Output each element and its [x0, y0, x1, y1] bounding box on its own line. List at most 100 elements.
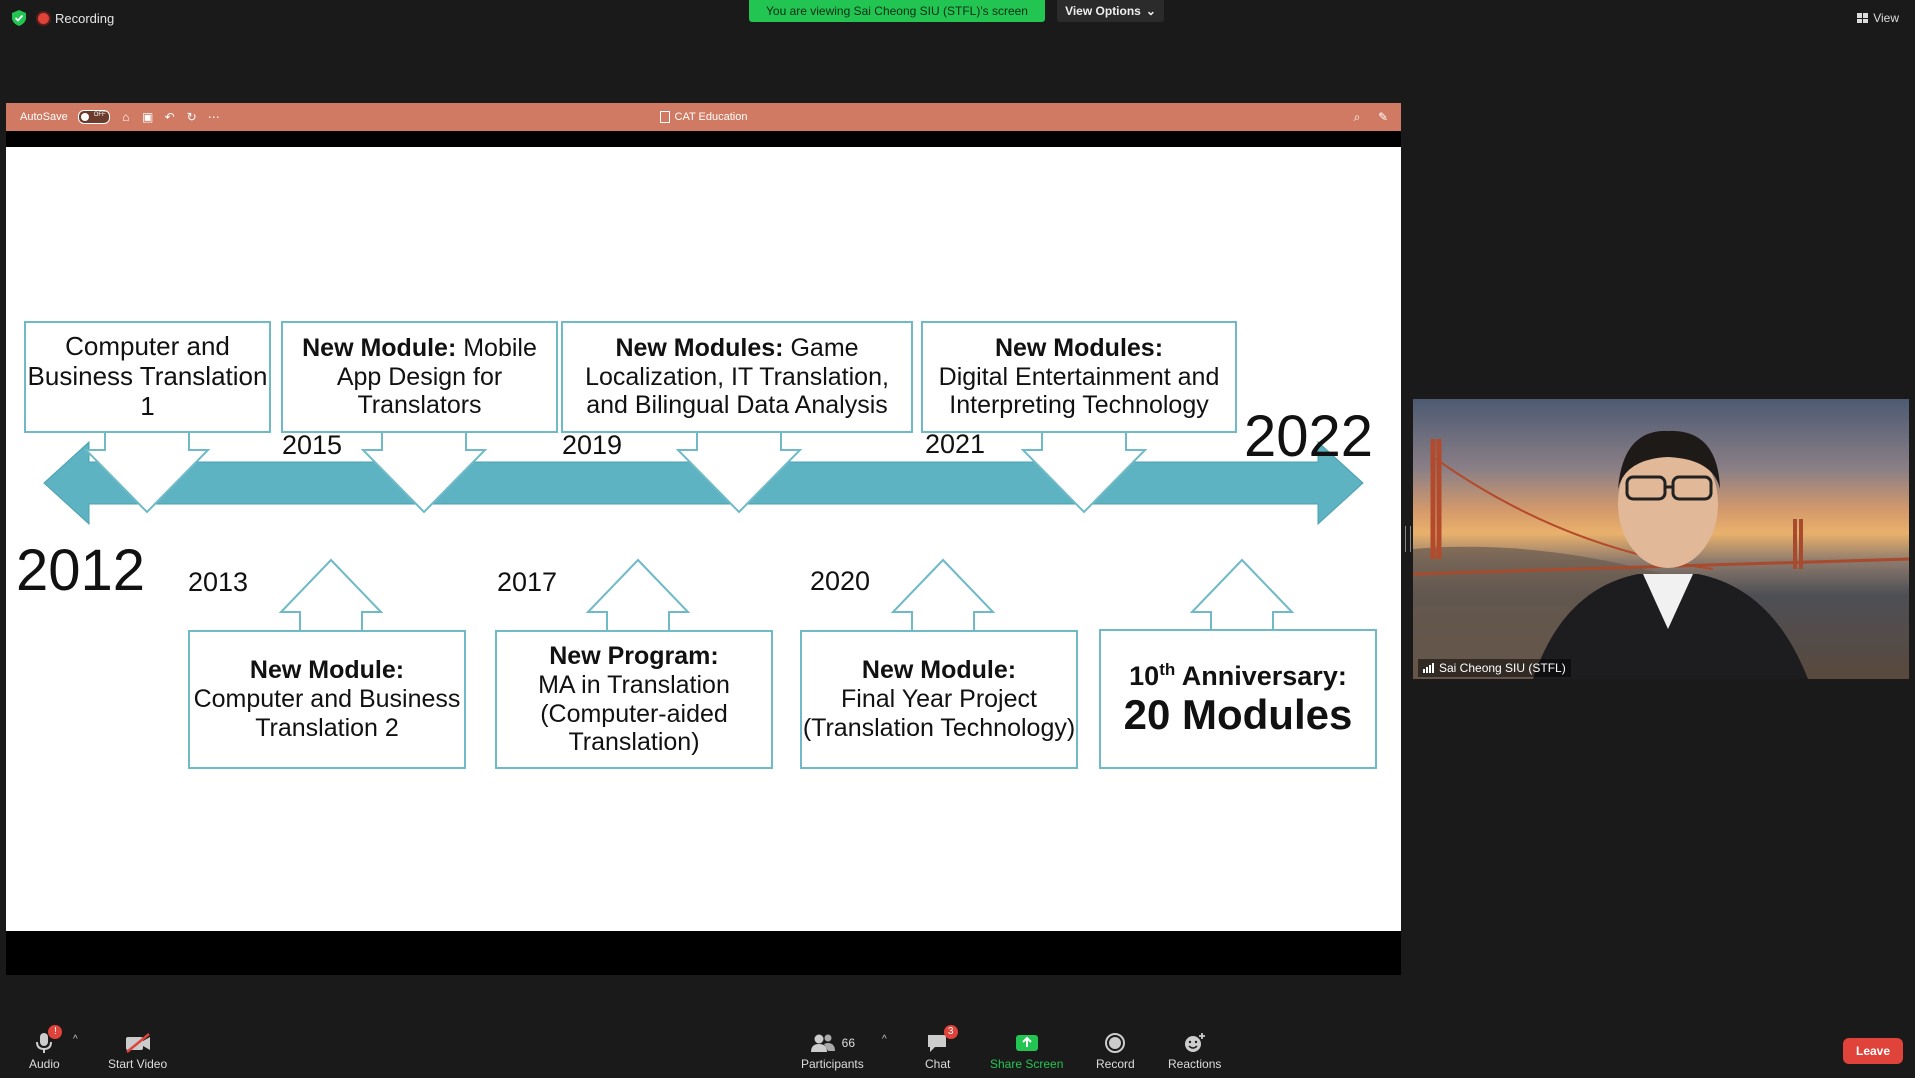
share-screen-icon	[1015, 1035, 1038, 1051]
more-icon[interactable]: ⋯	[207, 110, 220, 124]
timeline-box-2017: New Program: MA in Translation (Computer…	[495, 630, 773, 769]
shield-icon[interactable]	[12, 10, 26, 26]
undo-icon[interactable]: ↶	[164, 110, 175, 124]
box-text: Final Year Project (Translation Technolo…	[802, 685, 1076, 742]
box-text: Game Localization, IT Translation, and B…	[585, 333, 889, 420]
autosave-toggle[interactable]: OFF	[77, 110, 110, 124]
reactions-button[interactable]: Reactions	[1168, 1029, 1221, 1071]
reactions-icon	[1184, 1033, 1205, 1052]
record-icon	[1105, 1033, 1126, 1053]
grid-icon	[1857, 13, 1869, 23]
up-arrow-4	[1189, 558, 1295, 630]
down-arrow-3	[675, 432, 803, 514]
box-bold: New Module:	[249, 656, 405, 685]
participants-button[interactable]: 66 Participants	[801, 1029, 864, 1071]
recording-label: Recording	[55, 10, 115, 26]
year-2022: 2022	[1244, 404, 1374, 469]
box-bold: New Module:	[861, 656, 1017, 685]
box-text: Computer and Business Translation 1	[27, 331, 268, 421]
up-arrow-1	[278, 558, 384, 630]
recording-indicator[interactable]: Recording	[38, 11, 114, 26]
anniversary-number: 10	[1129, 660, 1160, 691]
toggle-state: OFF	[93, 112, 106, 118]
participants-count: 66	[841, 1036, 856, 1050]
view-options-button[interactable]: View Options ⌄	[1057, 0, 1164, 22]
start-video-button[interactable]: Start Video	[108, 1029, 167, 1071]
year-2013: 2013	[188, 567, 249, 597]
participants-icon	[810, 1034, 835, 1052]
timeline-box-2021: New Modules: Digital Entertainment and I…	[921, 321, 1237, 433]
timeline-graphics	[43, 432, 1364, 630]
redo-icon[interactable]: ↻	[186, 110, 197, 124]
video-scene	[1413, 430, 1909, 679]
down-arrow-4	[1020, 432, 1148, 514]
record-label: Record	[1096, 1057, 1135, 1071]
audio-badge: !	[48, 1025, 63, 1039]
year-2021: 2021	[925, 429, 986, 459]
microphone-icon	[36, 1033, 53, 1053]
down-arrow-1	[83, 432, 211, 514]
up-arrow-3	[890, 558, 996, 630]
resize-handle[interactable]	[1405, 526, 1411, 552]
record-dot-icon	[38, 12, 49, 24]
view-options-label: View Options	[1065, 4, 1141, 18]
timeline-box-anniversary: 10th Anniversary: 20 Modules	[1099, 629, 1377, 769]
record-button[interactable]: Record	[1096, 1029, 1135, 1071]
box-text: Mobile App Design for Translators	[336, 333, 537, 420]
leave-button[interactable]: Leave	[1843, 1038, 1903, 1064]
audio-options-caret-icon[interactable]: ^	[73, 1034, 78, 1045]
chat-badge: 3	[943, 1025, 958, 1039]
box-bold: New Modules:	[994, 333, 1164, 362]
anniversary-label: Anniversary:	[1181, 660, 1347, 691]
chat-button[interactable]: 3 Chat	[925, 1025, 958, 1071]
anniversary-sup: th	[1159, 659, 1176, 679]
save-icon[interactable]: ▣	[142, 110, 154, 124]
up-arrow-2	[585, 558, 691, 630]
participants-caret-icon[interactable]: ^	[882, 1034, 887, 1045]
participant-name: Sai Cheong SIU (STFL)	[1439, 661, 1566, 675]
timeline-box-2012: Computer and Business Translation 1	[24, 321, 271, 433]
document-title-label: CAT Education	[674, 111, 748, 123]
document-icon	[659, 111, 670, 123]
year-2015: 2015	[282, 430, 343, 460]
box-text: MA in Translation (Computer-aided Transl…	[538, 670, 730, 757]
box-bold: New Module:	[302, 333, 457, 362]
year-2020: 2020	[810, 566, 871, 596]
view-button[interactable]: View	[1857, 11, 1899, 25]
start-video-label: Start Video	[108, 1057, 168, 1071]
timeline-box-2015: New Module: Mobile App Design for Transl…	[281, 321, 558, 433]
share-screen-label: Share Screen	[990, 1057, 1064, 1071]
meeting-toolbar: ! Audio ^ Start Video 66 Participants ^	[0, 1020, 1915, 1078]
participant-name-tag: Sai Cheong SIU (STFL)	[1418, 659, 1571, 677]
audio-button[interactable]: ! Audio	[29, 1025, 63, 1071]
view-label: View	[1873, 11, 1899, 25]
chat-label: Chat	[925, 1057, 951, 1071]
signal-icon	[1423, 663, 1434, 673]
home-icon[interactable]: ⌂	[122, 110, 130, 124]
box-bold: New Program:	[549, 642, 719, 670]
pen-icon[interactable]: ✎	[1377, 110, 1389, 124]
box-text: Computer and Business Translation 2	[193, 685, 461, 742]
timeline-arrow	[43, 440, 1364, 526]
anniversary-modules: 20 Modules	[1123, 690, 1353, 738]
reactions-label: Reactions	[1168, 1057, 1222, 1071]
timeline-box-2013: New Module: Computer and Business Transl…	[188, 630, 466, 769]
slide: Computer and Business Translation 1 New …	[6, 147, 1401, 931]
down-arrow-2	[360, 432, 488, 514]
timeline-box-2019: New Modules: Game Localization, IT Trans…	[561, 321, 913, 433]
timeline-box-2020: New Module: Final Year Project (Translat…	[800, 630, 1078, 769]
viewing-banner: You are viewing Sai Cheong SIU (STFL)'s …	[749, 0, 1045, 22]
search-icon[interactable]: ⌕	[1353, 110, 1361, 124]
box-text: Digital Entertainment and Interpreting T…	[938, 362, 1220, 420]
chat-icon	[927, 1035, 946, 1052]
document-title: CAT Education	[6, 103, 1401, 131]
shared-screen: AutoSave OFF ⌂ ▣ ↶ ↻ ⋯ CAT Education ⌕ ✎	[6, 103, 1401, 975]
participants-label: Participants	[801, 1057, 864, 1071]
box-bold: New Modules:	[615, 333, 784, 362]
participant-video[interactable]: Sai Cheong SIU (STFL)	[1413, 399, 1909, 679]
top-status: Recording	[12, 10, 114, 26]
autosave-label: AutoSave	[20, 111, 68, 123]
year-2017: 2017	[497, 567, 558, 597]
chevron-down-icon: ⌄	[1145, 4, 1156, 18]
share-screen-button[interactable]: Share Screen	[990, 1029, 1063, 1071]
